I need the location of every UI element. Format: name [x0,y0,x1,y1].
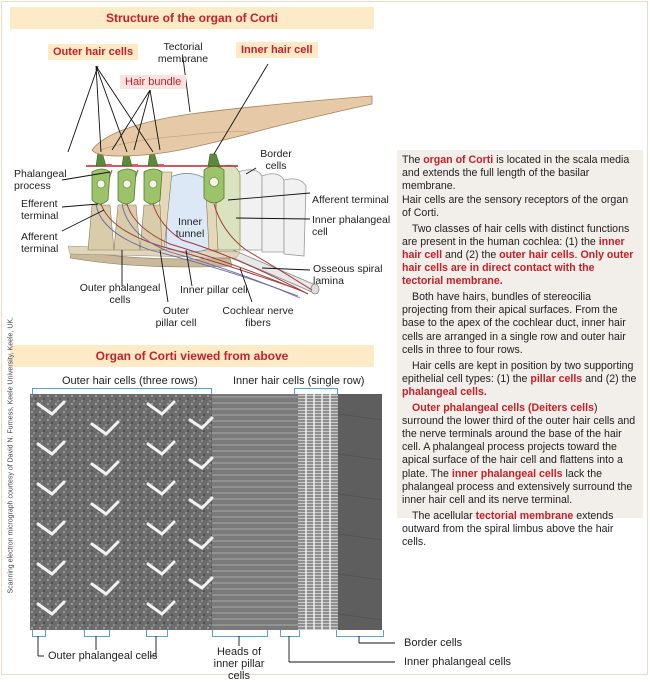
term-pillar-cells: pillar cells [530,372,583,385]
description-text-box: The organ of Corti is located in the sca… [397,150,643,548]
bracket-border-cells [336,630,384,637]
label-outer-hair-cells-three-rows: Outer hair cells (three rows) [62,375,198,387]
label-outer-hair-cells: Outer hair cells [48,44,139,60]
label-outer-phalangeal-cells-sem: Outer phalangeal cells [48,650,158,662]
term-tectorial-membrane: tectorial membrane [475,509,574,522]
bracket-inner-phalangeal [280,630,300,637]
label-outer-pillar-cell: Outer pillar cell [155,305,197,329]
term-direct-contact: Only outer hair cells are in direct cont… [402,248,634,288]
organ-of-corti-diagram [61,57,373,303]
label-inner-tunnel: Inner tunnel [175,216,205,240]
paragraph-organ-of-corti: The organ of Corti is located in the sca… [402,154,630,193]
label-efferent-terminal: Efferent terminal [21,198,59,222]
term-inner-hair-cell: inner hair cell [402,235,625,261]
paragraph-hair-cells: Hair cells are the sensory receptors of … [402,193,629,219]
label-inner-pillar-cell: Inner pillar cell [180,284,248,296]
term-organ-of-corti: organ of Corti [423,154,494,166]
paragraph-stereocilia: Both have hairs, bundles of stereocilia … [402,291,626,356]
bracket-outer-phalangeal-c [146,630,168,637]
label-hair-bundle: Hair bundle [120,75,187,89]
label-tectorial-membrane: Tectorial membrane [157,41,209,65]
sem-micrograph [30,394,382,630]
paragraph-two-classes: Two classes of hair cells with distinct … [402,222,634,288]
term-outer-hair-cells: outer hair cells [499,248,575,261]
paragraph-tectorial-membrane: The acellular tectorial membrane extends… [402,509,614,549]
bracket-outer-phalangeal-b [84,630,110,637]
label-inner-phalangeal-cell: Inner phalangeal cell [312,214,391,238]
label-osseous-spiral-lamina: Osseous spiral lamina [313,263,383,287]
label-phalangeal-process: Phalangeal process [14,168,67,192]
paragraph-outer-phalangeal: Outer phalangeal cells (Deiters cells) s… [402,401,636,507]
term-outer-phalangeal-cells: Outer phalangeal cells [412,401,526,414]
top-figure-title: Structure of the organ of Corti [10,7,374,29]
label-border-cells-sem: Border cells [404,637,463,649]
label-outer-phalangeal-cells: Outer phalangeal cells [79,282,161,306]
term-inner-phalangeal-cells: inner phalangeal cells [451,467,563,480]
term-phalangeal-cells: phalangeal cells [402,385,484,398]
bracket-outer-phalangeal-a [32,630,46,637]
bracket-inner-hair-cells [294,388,338,395]
bracket-outer-hair-cells [32,388,212,395]
micrograph-credit: Scanning electron micrograph courtesy of… [7,317,15,594]
bottom-figure-title: Organ of Corti viewed from above [10,345,374,367]
bracket-inner-pillar [212,630,268,637]
label-border-cells: Border cells [260,148,292,172]
label-cochlear-nerve-fibers: Cochlear nerve fibers [222,305,294,329]
paragraph-supporting-cells: Hair cells are kept in position by two s… [402,359,637,398]
term-deiters-cells: Deiters cells [531,401,594,414]
label-afferent-terminal-right: Afferent terminal [312,194,389,206]
label-afferent-terminal-left: Afferent terminal [21,231,59,255]
label-inner-hair-cell: Inner hair cell [236,42,318,58]
label-inner-phalangeal-cells-sem: Inner phalangeal cells [404,656,512,668]
label-inner-hair-cells-single-row: Inner hair cells (single row) [233,375,365,387]
